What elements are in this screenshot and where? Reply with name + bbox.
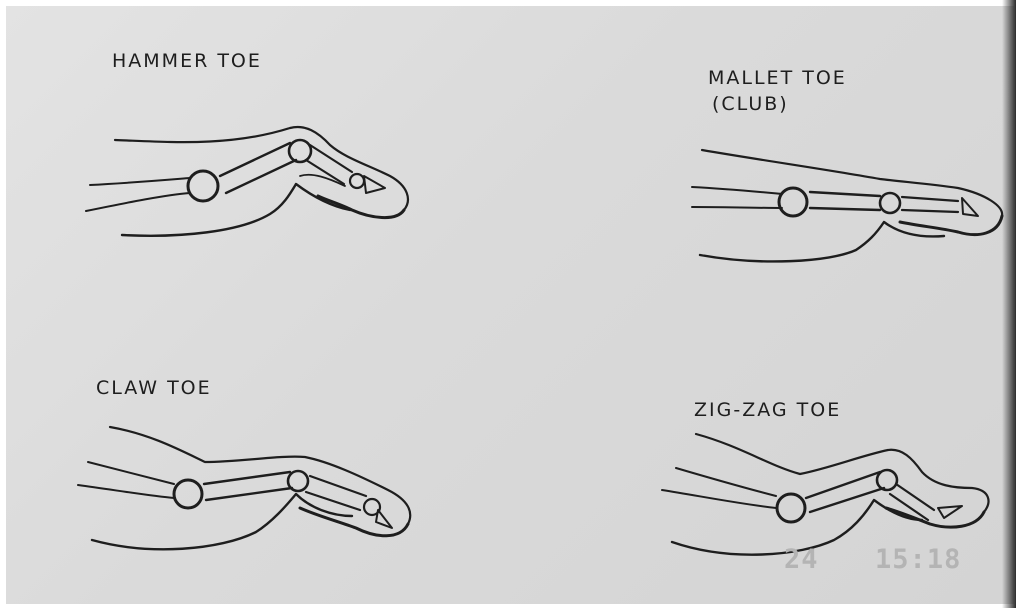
- zigzag-toe-proximal-phalanx: [806, 472, 884, 512]
- claw-toe-metatarsal-head: [174, 480, 202, 508]
- claw-toe-metatarsal: [78, 462, 174, 498]
- hammer-toe-pip-joint: [289, 140, 311, 162]
- zigzag-toe-metatarsal: [662, 468, 776, 508]
- mallet-toe-pip-joint: [880, 193, 900, 213]
- mallet-toe-metatarsal: [692, 187, 782, 208]
- claw-toe-drawing: [78, 427, 410, 549]
- hammer-toe-metatarsal: [86, 178, 190, 211]
- mallet-toe-drawing: [692, 150, 1002, 261]
- claw-toe-distal-phalanx: [376, 510, 392, 528]
- mallet-toe-dorsal-outline: [702, 150, 1002, 216]
- zigzag-toe-metatarsal-head: [777, 494, 805, 522]
- zigzag-toe-drawing: [662, 434, 988, 555]
- mallet-toe-distal-phalanx: [962, 198, 978, 216]
- zigzag-toe-distal-phalanx: [938, 506, 962, 518]
- mallet-toe-metatarsal-head: [779, 188, 807, 216]
- stamp-day: 24: [784, 544, 819, 575]
- claw-toe-middle-phalanx: [306, 476, 366, 510]
- zigzag-toe-tip: [886, 508, 984, 527]
- claw-toe-label: CLAW TOE: [96, 376, 212, 400]
- mallet-toe-proximal-phalanx: [810, 192, 880, 210]
- hammer-toe-dip-joint: [350, 174, 364, 188]
- hammer-toe-middle-phalanx: [306, 145, 352, 184]
- hammer-toe-metatarsal-head: [188, 171, 218, 201]
- hammer-toe-distal-phalanx: [364, 176, 385, 193]
- hammer-toe-proximal-phalanx: [220, 143, 296, 193]
- claw-toe-proximal-phalanx: [204, 472, 292, 500]
- zigzag-toe-pip-joint: [877, 470, 897, 490]
- mallet-toe-tip: [900, 216, 1002, 235]
- hammer-toe-plantar-outline: [122, 184, 350, 236]
- hammer-toe-label: HAMMER TOE: [112, 49, 262, 73]
- hammer-toe-drawing: [86, 127, 408, 236]
- camera-date-stamp: 24 15:18: [784, 544, 961, 575]
- mallet-toe-middle-phalanx: [902, 197, 958, 212]
- zigzag-toe-label: ZIG-ZAG TOE: [694, 398, 841, 422]
- claw-toe-plantar-outline: [92, 494, 352, 549]
- mallet-toe-label: MALLET TOE: [708, 66, 847, 90]
- claw-toe-pip-joint: [288, 471, 308, 491]
- stamp-time: 15:18: [875, 544, 961, 575]
- mallet-toe-plantar-outline: [700, 222, 944, 261]
- claw-toe-tip: [300, 508, 408, 536]
- hammer-toe-tip: [318, 196, 404, 218]
- mallet-toe-sublabel: (CLUB): [712, 92, 789, 116]
